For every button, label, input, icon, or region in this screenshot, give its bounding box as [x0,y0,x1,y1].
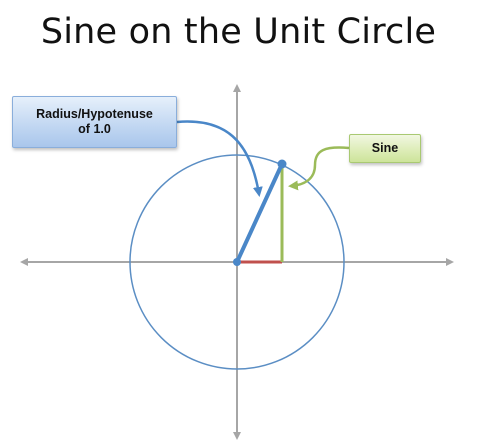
point-on-circle [277,159,287,169]
slide-title: Sine on the Unit Circle [40,12,437,52]
radius-line [235,162,284,264]
sine-callout-connector [288,146,350,191]
radius-hypotenuse-callout: Radius/Hypotenuse of 1.0 [12,96,177,148]
radius-callout-line2: of 1.0 [78,122,111,136]
sine-callout: Sine [349,134,421,163]
radius-callout-line1: Radius/Hypotenuse [36,107,153,121]
radius-callout-connector [176,120,263,197]
sine-callout-label: Sine [371,141,399,155]
origin-point [233,258,241,266]
unit-circle [129,154,345,370]
